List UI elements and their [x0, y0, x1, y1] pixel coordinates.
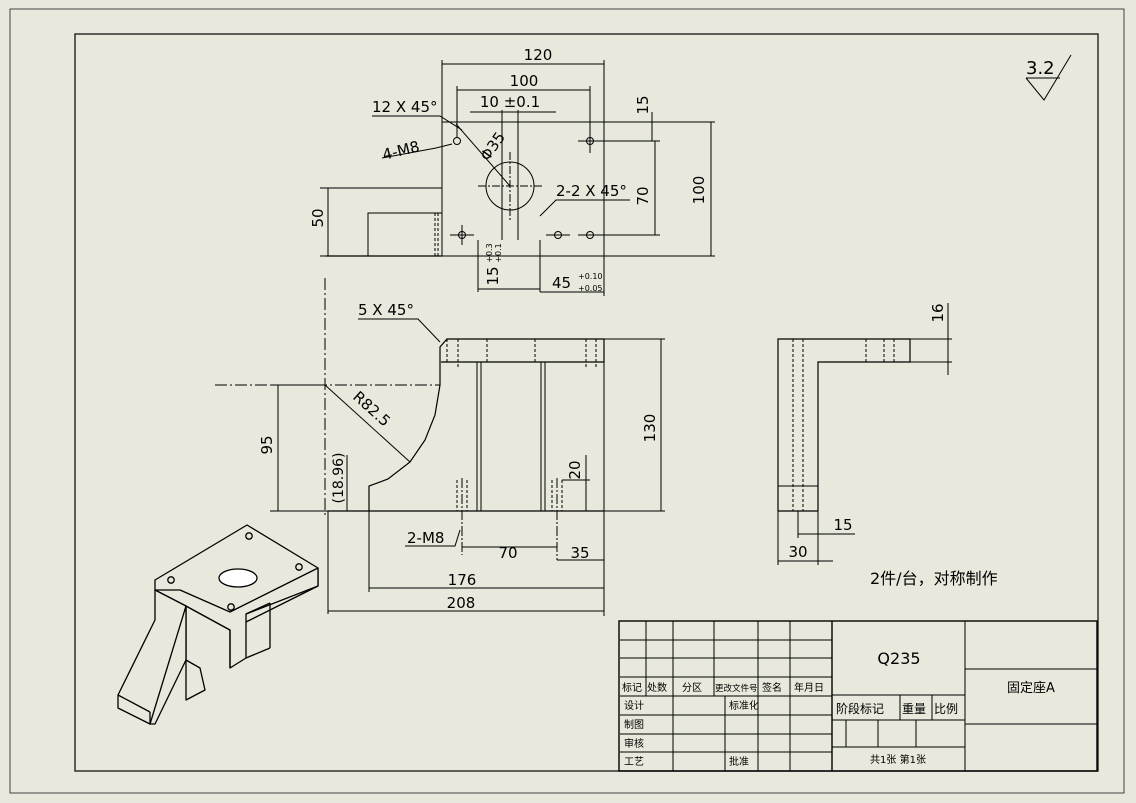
dim-15-side: 15 [833, 516, 852, 534]
tapped-2-label: 2-M8 [407, 529, 444, 547]
tb-date: 年月日 [794, 681, 824, 694]
dim-120: 120 [524, 46, 553, 64]
tol-45-upper: +0.10 [578, 272, 603, 281]
front-view-outline [368, 338, 605, 511]
tb-process: 工艺 [624, 756, 644, 768]
outer-border [9, 8, 1125, 794]
part-name: 固定座A [1007, 681, 1055, 696]
tol-45-lower: +0.05 [578, 284, 603, 293]
tb-mark: 标记 [622, 682, 642, 694]
dim-30: 30 [788, 543, 807, 561]
title-block [618, 620, 1098, 772]
dim-208: 208 [447, 594, 476, 612]
isometric-view [117, 524, 319, 725]
dim-10: 10 ±0.1 [480, 93, 540, 111]
tb-signature: 签名 [762, 681, 782, 694]
tb-doc-no: 更改文件号 [715, 683, 758, 694]
roughness-symbol: 3.2 [1025, 54, 1072, 101]
front-view [215, 278, 665, 616]
dim-20: 20 [566, 460, 584, 479]
dim-15-right: 15 [634, 95, 652, 114]
tb-count: 处数 [647, 681, 667, 694]
dim-100-top: 100 [510, 72, 539, 90]
dim-70: 70 [498, 544, 517, 562]
tb-sheets: 共1张 第1张 [870, 753, 926, 766]
dim-95: 95 [258, 435, 276, 454]
side-view [777, 303, 952, 565]
tol-15-lower: +0.1 [494, 243, 503, 262]
tol-15-upper: +0.3 [485, 243, 494, 262]
tb-standardize: 标准化 [729, 699, 759, 712]
tb-stage: 阶段标记 [836, 701, 884, 716]
dim-18-96: (18.96) [331, 452, 347, 503]
dim-45: 45 [552, 274, 571, 292]
tb-design: 设计 [624, 699, 644, 712]
dim-16: 16 [929, 303, 947, 322]
dim-50: 50 [309, 208, 327, 227]
tb-approve: 批准 [729, 755, 749, 768]
tb-draw: 制图 [624, 718, 644, 731]
tb-zone: 分区 [682, 682, 702, 694]
production-note: 2件/台，对称制作 [870, 569, 998, 588]
tb-check: 审核 [624, 737, 644, 750]
chamfer-2-label: 2-2 X 45° [556, 182, 627, 200]
dim-70-vertical: 70 [634, 186, 652, 205]
dim-130: 130 [641, 414, 659, 443]
roughness-value: 3.2 [1026, 58, 1055, 79]
dim-15-bottom: 15 [484, 266, 502, 285]
material-label: Q235 [877, 649, 920, 668]
tb-weight: 重量 [902, 702, 926, 716]
dim-35: 35 [570, 544, 589, 562]
dim-176: 176 [448, 571, 477, 589]
dim-100-vertical: 100 [690, 176, 708, 205]
inner-frame [74, 33, 1099, 772]
chamfer-12-label: 12 X 45° [372, 98, 438, 116]
chamfer-5-label: 5 X 45° [358, 301, 414, 319]
top-view [320, 60, 715, 296]
tb-scale: 比例 [934, 702, 958, 716]
